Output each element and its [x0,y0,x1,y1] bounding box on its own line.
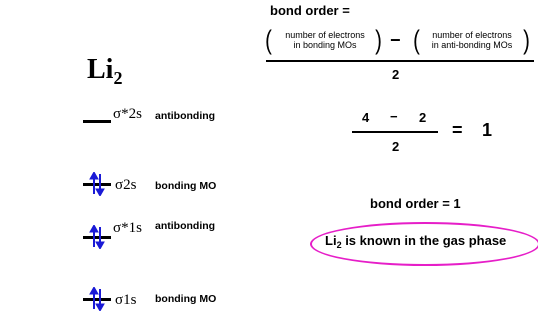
formula-minus-sign: − [390,30,401,50]
bond-order-result: bond order = 1 [370,196,461,211]
bonding-term-line2: in bonding MOs [293,40,357,50]
spin-down-arrow-icon [95,227,105,249]
orbital-sigma-star-1s-level [83,236,111,239]
right-paren-bonding-close: ) [375,25,382,55]
calc-minus-sign: − [390,109,398,124]
bonding-term-line1: number of electrons [285,30,365,40]
spin-up-arrow-icon [89,225,99,247]
calc-fraction-bar [352,131,438,133]
left-paren-bonding-open: ( [265,25,272,55]
highlight-ellipse [310,222,538,266]
spin-up-arrow-icon [89,172,99,194]
calc-result: 1 [482,120,493,140]
bonding-electrons-term: number of electrons in bonding MOs [274,30,376,50]
electron-pair-icon [89,172,105,196]
spin-down-arrow-icon [95,289,105,311]
formula-title: bond order = [270,3,350,18]
orbital-sigma-2s-level [83,183,111,186]
orbital-sigma-star-2s-label: antibonding [155,110,216,122]
orbital-sigma-star-1s-label: antibonding [155,220,216,232]
orbital-sigma-star-1s-symbol: σ*1s [113,220,142,236]
orbital-sigma-star-2s-level [83,120,111,123]
calc-denominator: 2 [392,139,400,154]
spin-down-arrow-icon [95,174,105,196]
formula-denominator: 2 [392,67,400,82]
spin-up-arrow-icon [89,287,99,309]
right-paren-antibonding-close: ) [523,25,530,55]
formula-fraction-bar [266,60,534,62]
calc-numerator-left: 4 [362,110,370,125]
calc-numerator-right: 2 [419,110,427,125]
orbital-sigma-1s-label: bonding MO [155,293,217,305]
orbital-sigma-1s-level [83,298,111,301]
orbital-sigma-2s-label: bonding MO [155,180,217,192]
molecule-title: Li2 [87,54,123,89]
conclusion-text: Li2 is known in the gas phase [325,233,507,251]
antibonding-electrons-term: number of electrons in anti-bonding MOs [420,30,524,50]
antibonding-term-line2: in anti-bonding MOs [431,40,513,50]
electron-pair-icon [89,287,105,311]
left-paren-antibonding-open: ( [413,25,420,55]
electron-pair-icon [89,225,105,249]
orbital-sigma-star-2s-symbol: σ*2s [113,106,142,122]
calc-equals-sign: = [452,120,463,140]
antibonding-term-line1: number of electrons [432,30,512,40]
orbital-sigma-2s-symbol: σ2s [115,177,137,193]
orbital-sigma-1s-symbol: σ1s [115,292,137,308]
